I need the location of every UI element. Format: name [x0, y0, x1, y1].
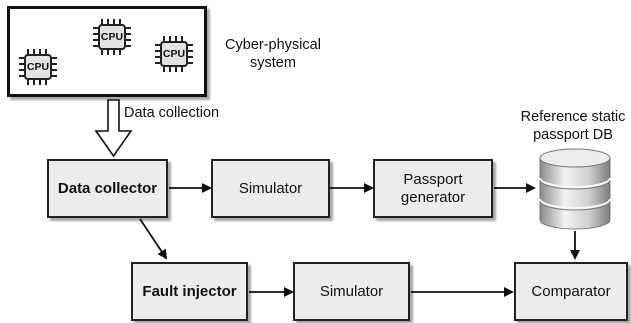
cpu-chip-icon: CPU — [153, 34, 195, 74]
cpu-pin — [155, 56, 160, 58]
cpu-pin — [188, 50, 193, 52]
system-caption: Cyber-physical system — [213, 36, 333, 72]
cpu-pin — [169, 36, 171, 41]
passport-generator-box: Passport generator — [373, 159, 493, 218]
cpu-pin — [101, 19, 103, 24]
cpu-pin — [101, 50, 103, 55]
cpu-pin — [33, 80, 35, 85]
cpu-label: CPU — [98, 24, 126, 50]
cpu-pin — [39, 49, 41, 54]
cpu-pin — [188, 44, 193, 46]
cpu-pin — [19, 57, 24, 59]
cpu-pin — [155, 44, 160, 46]
cpu-pin — [188, 62, 193, 64]
cpu-pin — [155, 50, 160, 52]
cpu-pin — [107, 19, 109, 24]
fault-injector-box: Fault injector — [131, 262, 248, 321]
cpu-pin — [19, 69, 24, 71]
database-icon — [539, 148, 611, 230]
comparator-box: Comparator — [514, 262, 628, 321]
cpu-pin — [126, 33, 131, 35]
simulator-top-box: Simulator — [211, 159, 330, 218]
cpu-pin — [113, 19, 115, 24]
cpu-pin — [27, 49, 29, 54]
cpu-pin — [175, 36, 177, 41]
cpu-label: CPU — [160, 41, 188, 67]
cpu-pin — [126, 27, 131, 29]
cpu-pin — [155, 62, 160, 64]
cpu-pin — [93, 45, 98, 47]
arrow-collector-to-fault-injector — [139, 218, 168, 260]
cpu-pin — [52, 69, 57, 71]
cpu-pin — [188, 56, 193, 58]
simulator-bottom-box: Simulator — [293, 262, 410, 321]
cpu-pin — [45, 49, 47, 54]
cpu-pin — [52, 63, 57, 65]
cpu-pin — [163, 36, 165, 41]
cpu-pin — [33, 49, 35, 54]
cpu-pin — [39, 80, 41, 85]
cpu-pin — [126, 45, 131, 47]
data-collector-box: Data collector — [47, 159, 168, 218]
cpu-pin — [52, 75, 57, 77]
passport-generator-line1: Passport — [403, 170, 463, 188]
cpu-pin — [126, 39, 131, 41]
cpu-pin — [113, 50, 115, 55]
cpu-pin — [119, 19, 121, 24]
cpu-pin — [27, 80, 29, 85]
cpu-pin — [19, 75, 24, 77]
system-caption-line2: system — [250, 55, 296, 71]
system-caption-line1: Cyber-physical — [225, 37, 321, 53]
cpu-pin — [52, 57, 57, 59]
data-collection-label: Data collection — [124, 105, 220, 121]
cpu-pin — [169, 67, 171, 72]
cpu-pin — [107, 50, 109, 55]
cyber-physical-system-box: CPU CPU CPU — [7, 6, 207, 97]
data-collection-arrow — [94, 99, 133, 158]
cpu-pin — [119, 50, 121, 55]
cpu-pin — [93, 33, 98, 35]
cpu-label: CPU — [24, 54, 52, 80]
cpu-pin — [181, 36, 183, 41]
cpu-pin — [45, 80, 47, 85]
passport-generator-line2: generator — [400, 188, 466, 206]
cpu-chip-icon: CPU — [17, 47, 59, 87]
cpu-pin — [93, 39, 98, 41]
cpu-pin — [181, 67, 183, 72]
cpu-pin — [175, 67, 177, 72]
cpu-pin — [163, 67, 165, 72]
database-label-line2: passport DB — [533, 127, 613, 143]
database-label-line1: Reference static — [520, 109, 626, 125]
database-label: Reference static passport DB — [508, 108, 631, 144]
cpu-pin — [19, 63, 24, 65]
cpu-chip-icon: CPU — [91, 17, 133, 57]
cpu-pin — [93, 27, 98, 29]
